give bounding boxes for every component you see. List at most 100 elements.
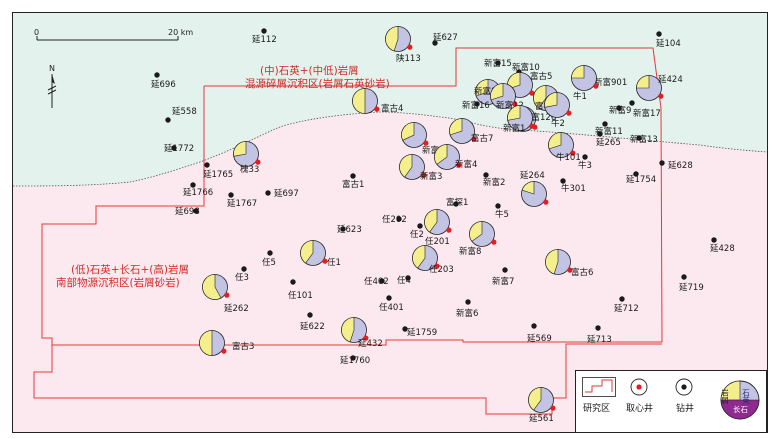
drill-well-dot (267, 250, 273, 256)
well-42: 延264 (520, 170, 549, 207)
well-37: 新富4 (434, 144, 477, 170)
pie-rock (424, 209, 438, 233)
well-label: 新富16 (462, 100, 490, 111)
well-label: 牛301 (561, 183, 586, 194)
drill-well-dot (495, 203, 501, 209)
well-31: 新富11 (595, 121, 623, 137)
well-1: 延112 (252, 28, 277, 45)
north-label: N (49, 64, 55, 73)
legend-pie-rock: 岩屑 (720, 388, 729, 405)
well-label: 牛5 (495, 209, 509, 220)
drill-well-dot (711, 237, 717, 243)
well-label: 新富14 (474, 86, 502, 97)
well-label: 延104 (656, 38, 681, 49)
pie-rock (233, 141, 247, 157)
drill-well-dot (531, 323, 537, 329)
core-well-dot (566, 110, 572, 116)
well-label: 延265 (596, 137, 621, 148)
legend-study-area: 研究区 (583, 402, 610, 414)
well-label: 延264 (520, 170, 545, 181)
well-label: 延1759 (407, 327, 437, 338)
well-label: 延713 (587, 334, 612, 345)
scale-start: 0 (34, 28, 39, 37)
core-well-dot (570, 150, 576, 156)
well-label: 延569 (527, 333, 552, 344)
well-4: 延104 (656, 31, 681, 49)
drill-well-dot (340, 226, 346, 232)
well-label: 延696 (151, 79, 176, 90)
pie-rock (545, 249, 559, 275)
well-label: 延1772 (164, 143, 194, 154)
well-label: 延1765 (203, 169, 233, 180)
well-26: 新富9 (609, 105, 631, 116)
study-area-swatch (585, 379, 613, 393)
well-24: 新富12 (490, 83, 524, 111)
well-8: 延1765 (203, 162, 233, 180)
legend-pie-feldspar: 长石 (733, 404, 748, 414)
well-15: 富古1 (342, 173, 364, 190)
core-well-dot (567, 267, 573, 273)
drill-well-dot (204, 162, 210, 168)
zone-north-line1: (中)石英+(中低)岩屑 (260, 64, 359, 77)
drill-well-dot (417, 223, 423, 229)
well-5: 延696 (151, 72, 176, 90)
drill-well-dot (193, 208, 199, 214)
well-label: 新富7 (492, 276, 514, 287)
core-well-dot (363, 335, 369, 341)
core-well-dot (529, 90, 535, 96)
pie-rock (385, 26, 399, 52)
drill-well-dot (616, 105, 622, 111)
well-34: 新富13 (630, 134, 658, 145)
pie-rock (571, 65, 585, 79)
well-21: 牛1 (571, 65, 599, 102)
well-label: 新富126 (523, 112, 556, 123)
well-label: 延697 (274, 188, 299, 199)
well-67: 延622 (300, 312, 325, 332)
drill-well-dot (405, 275, 411, 281)
well-label: 任201 (425, 236, 450, 247)
well-14: 富古4 (352, 88, 403, 114)
well-label: 牛101 (556, 152, 581, 163)
zone-south-line2: 南部物源沉积区(岩屑砂岩) (56, 276, 180, 289)
drill-well-dot (171, 145, 177, 151)
well-52: 任1 (300, 240, 341, 268)
well-69: 延1759 (402, 326, 437, 338)
pie-rock (412, 245, 426, 269)
well-label: 陕113 (396, 53, 421, 64)
well-label: 新富8 (459, 246, 481, 257)
well-label: 新富4 (455, 159, 477, 170)
well-29: 新富1 (503, 105, 535, 134)
well-36: 牛101 (548, 132, 581, 163)
well-label: 新富11 (595, 126, 623, 137)
well-label: 新富901 (594, 77, 627, 88)
core-well-dot (221, 348, 227, 354)
well-label: 延698 (175, 206, 200, 217)
drill-well-dot (582, 154, 588, 160)
well-71: 延713 (587, 325, 612, 345)
well-63: 任101 (288, 279, 313, 301)
well-label: 延1766 (183, 187, 213, 198)
pie-rock (533, 85, 547, 109)
pie-rock (401, 122, 415, 141)
well-13: 延698 (175, 206, 200, 217)
drill-well-dot (307, 312, 313, 318)
well-label: 延112 (252, 34, 277, 45)
core-well-dot (255, 159, 261, 165)
well-59: 任4 (397, 275, 411, 286)
drill-well-dot (265, 190, 271, 196)
pie-rock (399, 154, 413, 178)
core-well-dot (543, 199, 549, 205)
north-zone (13, 13, 767, 186)
well-74: 延561 (528, 387, 556, 424)
well-44: 牛301 (560, 178, 586, 194)
well-11: 延1767 (227, 192, 257, 209)
pie-rock (202, 274, 222, 300)
drill-well-dot (402, 326, 408, 332)
pie-rock (352, 88, 366, 114)
well-label: 延627 (433, 32, 458, 43)
well-label: 任1 (327, 257, 341, 268)
well-label: 新富13 (630, 134, 658, 145)
pie-rock (449, 118, 463, 136)
well-label: 延558 (172, 106, 197, 117)
